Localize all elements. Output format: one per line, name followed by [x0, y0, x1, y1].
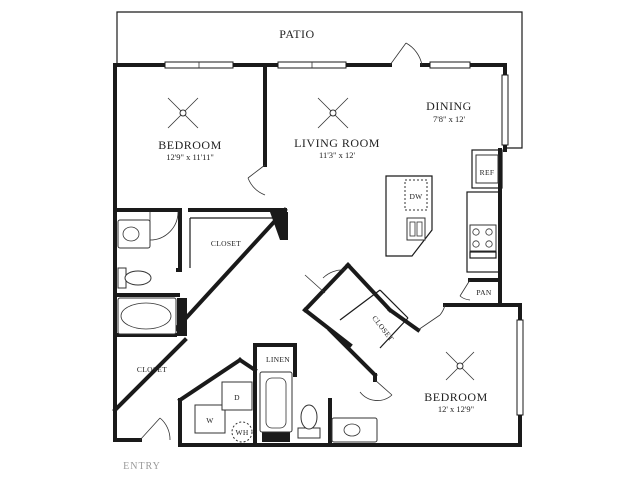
living-room-label: LIVING ROOM [294, 136, 380, 150]
dining-label: DINING [426, 99, 472, 113]
bedroom-1-label: BEDROOM [158, 138, 222, 152]
closet-label: CLOSET [137, 365, 167, 374]
closet-label: CLOSET [211, 239, 241, 248]
refrigerator-label: REF [480, 168, 495, 177]
dishwasher-label: DW [409, 192, 423, 201]
pantry-label: PAN [476, 288, 491, 297]
living-room-size: 11'3" x 12' [319, 150, 355, 160]
bedroom-2-size: 12' x 12'9" [438, 404, 474, 414]
washer-label: W [206, 416, 214, 425]
water-heater-label: WH [235, 428, 248, 437]
patio-label: PATIO [279, 27, 314, 41]
patio-door [389, 42, 423, 66]
bedroom-2-label: BEDROOM [424, 390, 488, 404]
bedroom-1-size: 12'9" x 11'11" [166, 152, 214, 162]
ceiling-fan-icon [167, 97, 199, 129]
linen-label: LINEN [266, 355, 290, 364]
kitchen [385, 149, 503, 273]
ceiling-fan-icon [445, 351, 475, 381]
patio-outline [116, 11, 523, 149]
door-swings [139, 164, 471, 441]
dryer-label: D [234, 393, 240, 402]
windows [164, 61, 524, 416]
entry-label: ENTRY [123, 461, 161, 472]
laundry [194, 381, 253, 443]
dining-size: 7'8" x 12' [433, 114, 466, 124]
solid-wall-blocks [177, 212, 290, 442]
bath-fixtures [117, 219, 378, 443]
ceiling-fan-icon [317, 97, 349, 129]
closet-label: CLOSET [370, 314, 396, 343]
